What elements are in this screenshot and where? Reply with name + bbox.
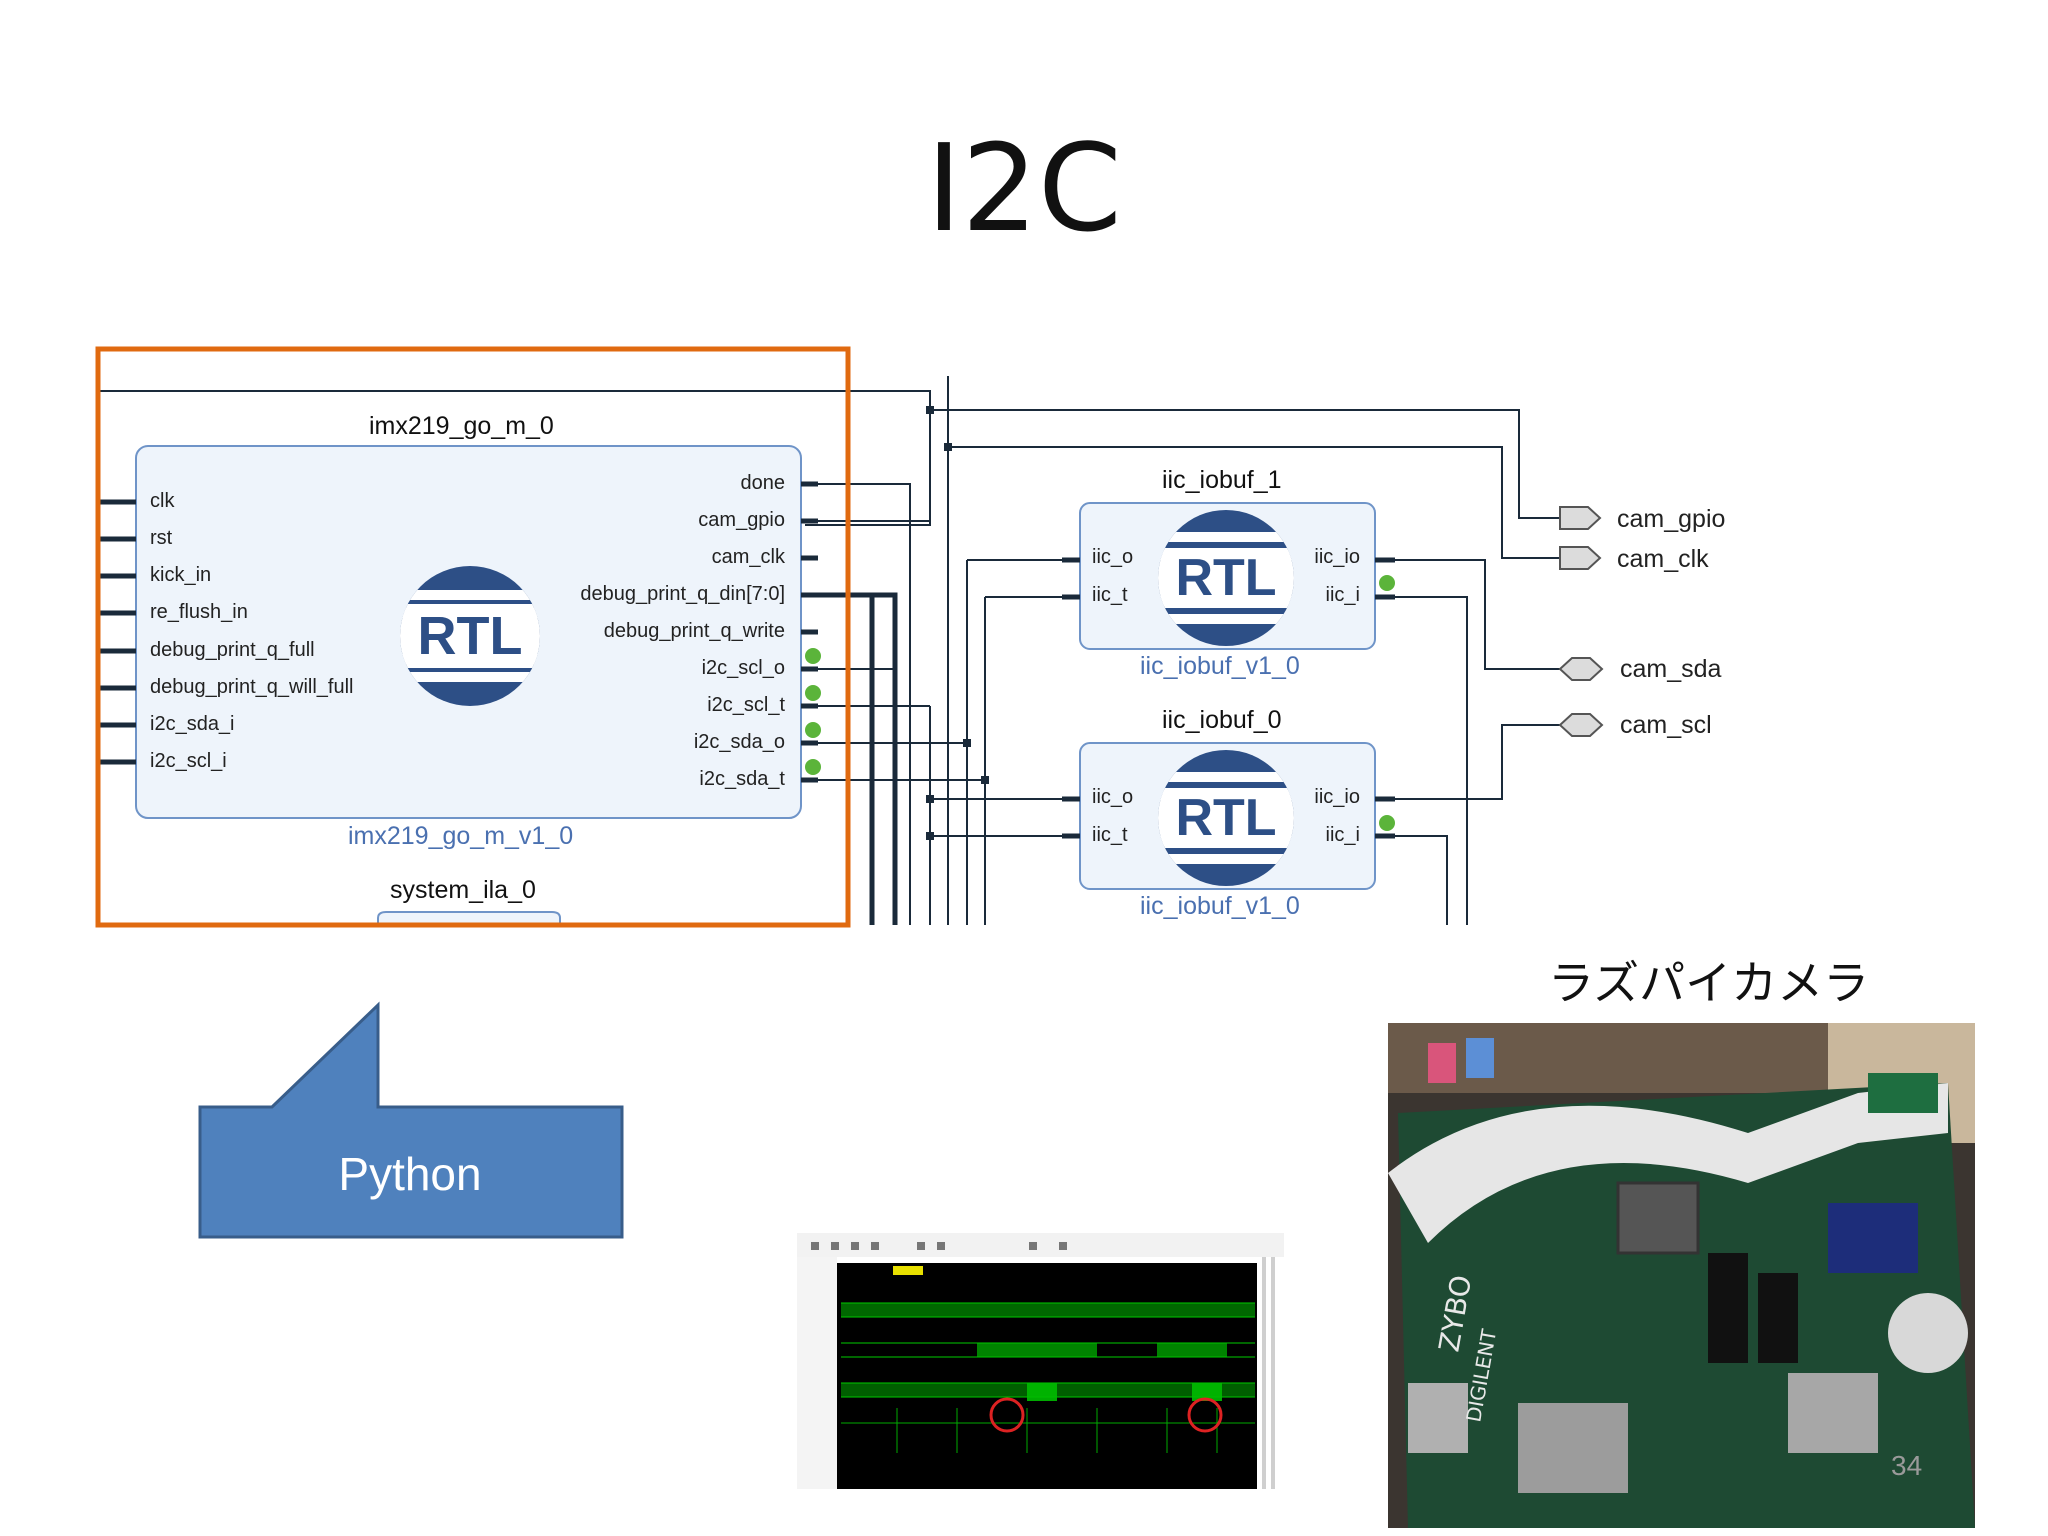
pin-out-debug-write: debug_print_q_write: [603, 620, 785, 642]
port-cam-sda-label: cam_sda: [1620, 655, 1722, 683]
iobuf0-pin-iic-o: iic_o: [1092, 786, 1134, 808]
pin-in-debug-full: debug_print_q_full: [150, 639, 315, 661]
pin-out-i2c-scl-o: i2c_scl_o: [701, 657, 785, 679]
port-cam-gpio-icon[interactable]: [1559, 506, 1602, 530]
pin-out-cam-gpio: cam_gpio: [698, 509, 785, 531]
pin-in-i2c-sda: i2c_sda_i: [150, 713, 235, 735]
pin-out-debug-din: debug_print_q_din[7:0]: [580, 583, 785, 605]
iobuf1-pin-iic-i: iic_i: [1325, 584, 1360, 606]
iobuf1-pin-iic-io: iic_io: [1314, 546, 1360, 568]
iobuf0-pin-iic-io: iic_io: [1314, 786, 1360, 808]
port-cam-clk-icon[interactable]: [1559, 546, 1602, 570]
slide-title: I2C: [926, 120, 1122, 259]
pin-out-i2c-scl-t: i2c_scl_t: [707, 694, 785, 716]
highlight-box: [95, 346, 851, 928]
iobuf0-pin-iic-i: iic_i: [1325, 824, 1360, 846]
pin-out-i2c-sda-t: i2c_sda_t: [699, 768, 785, 790]
iobuf1-pin-iic-o: iic_o: [1092, 546, 1134, 568]
iobuf0-pin-iic-t: iic_t: [1092, 824, 1128, 846]
camera-label: ラズパイカメラ: [1548, 956, 1870, 1010]
pin-out-i2c-sda-o: i2c_sda_o: [693, 731, 785, 753]
wire-group: [100, 376, 1560, 925]
port-cam-clk-label: cam_clk: [1617, 545, 1709, 573]
rtl-logo-icon: RTL: [400, 566, 540, 706]
rtl-logo-icon: RTL: [1158, 750, 1294, 886]
waveform-screenshot: [797, 1233, 1284, 1489]
debug-marker-icons: [805, 575, 1395, 831]
port-cam-sda-icon[interactable]: [1558, 657, 1604, 681]
main-block-name: imx219_go_m_0: [369, 412, 554, 440]
pin-out-done: done: [740, 472, 786, 494]
iobuf0-vlnv: iic_iobuf_v1_0: [1140, 892, 1300, 920]
ila-block-body[interactable]: [377, 911, 561, 925]
python-callout-label: Python: [338, 1148, 482, 1200]
pin-in-clk: clk: [150, 490, 175, 512]
iobuf1-vlnv: iic_iobuf_v1_0: [1140, 652, 1300, 680]
port-cam-scl-label: cam_scl: [1620, 711, 1712, 739]
iobuf1-pin-iic-t: iic_t: [1092, 584, 1128, 606]
ila-block-name: system_ila_0: [390, 876, 536, 904]
port-cam-scl-icon[interactable]: [1558, 713, 1604, 737]
page-number: 34: [1891, 1450, 1923, 1481]
pin-in-debug-will-full: debug_print_q_will_full: [150, 676, 354, 698]
pin-out-cam-clk: cam_clk: [711, 546, 785, 568]
pin-in-rst: rst: [150, 527, 173, 549]
pin-in-kick: kick_in: [150, 564, 212, 586]
iobuf1-name: iic_iobuf_1: [1162, 466, 1282, 494]
iobuf0-name: iic_iobuf_0: [1162, 706, 1282, 734]
port-cam-gpio-label: cam_gpio: [1617, 505, 1726, 533]
pin-in-i2c-scl: i2c_scl_i: [150, 750, 227, 772]
python-callout-shape: [198, 1001, 624, 1239]
rtl-logo-icon: RTL: [1158, 510, 1294, 646]
camera-board-photo: ZYBO DIGILENT: [1388, 1023, 1975, 1528]
pin-in-re-flush: re_flush_in: [150, 601, 248, 623]
main-block-vlnv: imx219_go_m_v1_0: [348, 822, 574, 850]
